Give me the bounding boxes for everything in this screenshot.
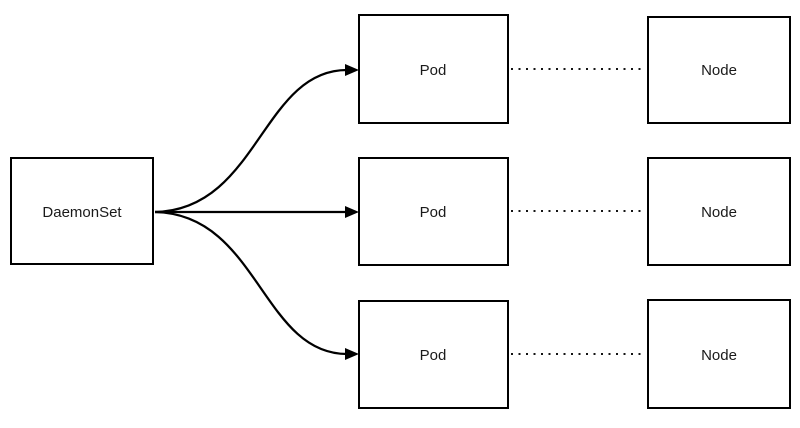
node-top-label: Node (701, 62, 737, 79)
pod-middle-rect (358, 157, 509, 266)
pod-top-rect (358, 14, 509, 124)
pod-top-label: Pod (420, 62, 447, 79)
node-box-bottom: Node (647, 299, 791, 409)
arrowhead-bottom-icon (345, 348, 359, 360)
daemonset-label: DaemonSet (42, 204, 122, 221)
arrowhead-middle-icon (345, 206, 359, 218)
pod-box-bottom: Pod (358, 300, 509, 409)
node-bottom-label: Node (701, 347, 737, 364)
node-top-rect (647, 16, 791, 124)
edge-daemonset-to-pod-top (154, 64, 359, 214)
node-box-middle: Node (647, 157, 791, 266)
pod-box-middle: Pod (358, 157, 509, 266)
pod-middle-label: Pod (420, 204, 447, 221)
pod-bottom-label: Pod (420, 347, 447, 364)
edge-daemonset-to-pod-middle (155, 206, 359, 218)
daemonset-box: DaemonSet (10, 157, 154, 265)
edge-curve-up (154, 68, 348, 214)
arrowhead-top-icon (345, 64, 359, 76)
node-box-top: Node (647, 16, 791, 124)
daemonset-rect (10, 157, 154, 265)
pod-bottom-rect (358, 300, 509, 409)
pod-box-top: Pod (358, 14, 509, 124)
node-bottom-rect (647, 299, 791, 409)
node-middle-label: Node (701, 204, 737, 221)
edge-curve-down (154, 210, 348, 356)
edge-daemonset-to-pod-bottom (154, 210, 359, 360)
node-middle-rect (647, 157, 791, 266)
